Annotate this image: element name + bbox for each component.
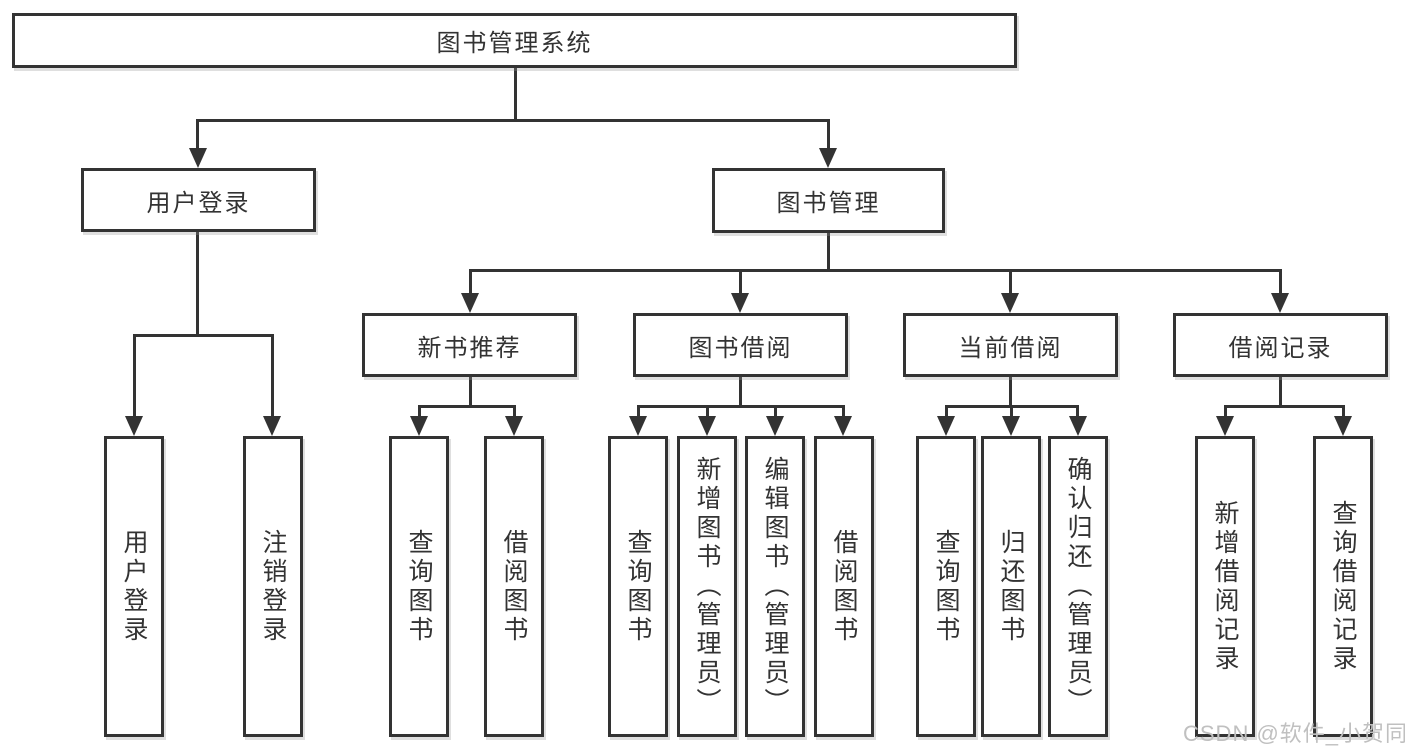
arrow-down-icon	[834, 416, 852, 436]
node-book-borrow-label: 图书借阅	[688, 334, 793, 362]
leaf-logout: 注销登录	[243, 436, 303, 737]
connector-line	[514, 68, 517, 121]
leaf-confirm-return-admin-label: 确认归还（管理员）	[1064, 456, 1092, 717]
connector-line	[945, 405, 948, 419]
connector-line	[469, 269, 1282, 272]
arrow-down-icon	[819, 148, 837, 168]
connector-line	[196, 232, 199, 336]
leaf-borrow-book: 借阅图书	[814, 436, 874, 737]
leaf-recommend-borrow-book-label: 借阅图书	[500, 528, 528, 645]
arrow-down-icon	[189, 148, 207, 168]
connector-line	[739, 269, 742, 297]
leaf-return-book-label: 归还图书	[997, 528, 1025, 645]
arrow-down-icon	[263, 416, 281, 436]
arrow-down-icon	[125, 416, 143, 436]
arrow-down-icon	[410, 416, 428, 436]
connector-line	[1010, 405, 1013, 419]
leaf-return-book: 归还图书	[981, 436, 1041, 737]
leaf-query-borrow-record: 查询借阅记录	[1313, 436, 1373, 737]
leaf-add-borrow-record: 新增借阅记录	[1195, 436, 1255, 737]
node-root: 图书管理系统	[12, 13, 1017, 68]
arrow-down-icon	[698, 416, 716, 436]
leaf-logout-label: 注销登录	[259, 528, 287, 645]
arrow-down-icon	[1271, 293, 1289, 313]
node-book-management: 图书管理	[712, 168, 945, 233]
connector-line	[196, 119, 199, 151]
arrow-down-icon	[1069, 416, 1087, 436]
arrow-down-icon	[505, 416, 523, 436]
connector-line	[1279, 377, 1282, 408]
connector-line	[1009, 269, 1012, 297]
node-borrow-records-label: 借阅记录	[1228, 334, 1333, 362]
node-book-management-label: 图书管理	[776, 190, 881, 217]
leaf-recommend-borrow-book: 借阅图书	[484, 436, 544, 737]
node-borrow-records: 借阅记录	[1173, 313, 1388, 377]
connector-line	[1224, 405, 1344, 408]
leaf-confirm-return-admin: 确认归还（管理员）	[1048, 436, 1108, 737]
connector-line	[774, 405, 777, 419]
connector-line	[1224, 405, 1227, 419]
connector-line	[739, 377, 742, 408]
arrow-down-icon	[1001, 293, 1019, 313]
arrow-down-icon	[731, 293, 749, 313]
connector-line	[271, 334, 274, 418]
node-new-book-recommend-label: 新书推荐	[417, 334, 522, 362]
connector-line	[1076, 405, 1079, 419]
connector-line	[1279, 269, 1282, 297]
node-current-borrow-label: 当前借阅	[958, 334, 1063, 362]
connector-line	[418, 405, 516, 408]
leaf-query-borrow-record-label: 查询借阅记录	[1329, 499, 1357, 674]
leaf-edit-book-admin: 编辑图书（管理员）	[745, 436, 805, 737]
leaf-add-book-admin: 新增图书（管理员）	[677, 436, 737, 737]
connector-line	[842, 405, 845, 419]
connector-line	[1342, 405, 1345, 419]
connector-line	[827, 119, 830, 151]
leaf-add-borrow-record-label: 新增借阅记录	[1211, 499, 1239, 674]
arrow-down-icon	[1216, 416, 1234, 436]
connector-line	[1009, 377, 1012, 408]
arrow-down-icon	[461, 293, 479, 313]
leaf-user-login-label: 用户登录	[120, 528, 148, 645]
connector-line	[133, 334, 274, 337]
arrow-down-icon	[766, 416, 784, 436]
connector-line	[469, 269, 472, 297]
node-current-borrow: 当前借阅	[903, 313, 1118, 377]
arrow-down-icon	[937, 416, 955, 436]
arrow-down-icon	[629, 416, 647, 436]
node-user-login-label: 用户登录	[146, 189, 251, 217]
leaf-borrow-book-label: 借阅图书	[830, 528, 858, 645]
connector-line	[418, 405, 421, 419]
connector-line	[706, 405, 709, 419]
connector-line	[637, 405, 845, 408]
connector-line	[827, 233, 830, 272]
leaf-add-book-admin-label: 新增图书（管理员）	[693, 456, 721, 717]
connector-line	[196, 119, 830, 122]
leaf-borrow-query-book-label: 查询图书	[624, 528, 652, 645]
leaf-recommend-query-book: 查询图书	[389, 436, 449, 737]
leaf-current-query-book: 查询图书	[916, 436, 976, 737]
leaf-borrow-query-book: 查询图书	[608, 436, 668, 737]
connector-line	[637, 405, 640, 419]
node-book-borrow: 图书借阅	[633, 313, 848, 377]
connector-line	[133, 334, 136, 418]
leaf-user-login: 用户登录	[104, 436, 164, 737]
leaf-edit-book-admin-label: 编辑图书（管理员）	[761, 456, 789, 717]
leaf-current-query-book-label: 查询图书	[932, 528, 960, 645]
arrow-down-icon	[1334, 416, 1352, 436]
leaf-recommend-query-book-label: 查询图书	[405, 528, 433, 645]
connector-line	[469, 377, 472, 408]
csdn-watermark: CSDN @软件_小贺同学	[1183, 721, 1405, 746]
arrow-down-icon	[1002, 416, 1020, 436]
connector-line	[513, 405, 516, 419]
node-user-login: 用户登录	[81, 168, 316, 232]
node-new-book-recommend: 新书推荐	[362, 313, 577, 377]
node-root-label: 图书管理系统	[436, 30, 593, 57]
